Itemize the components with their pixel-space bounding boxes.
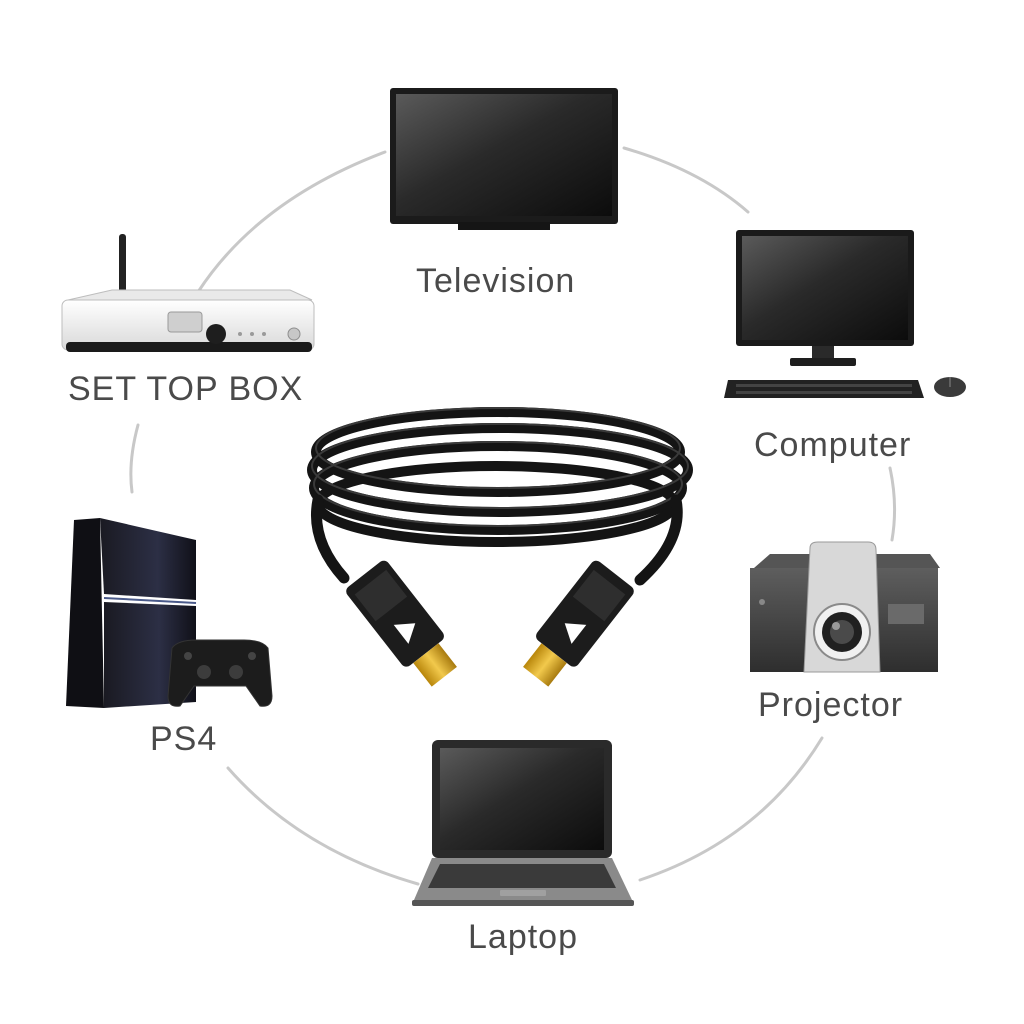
cable-icon	[307, 407, 693, 687]
television-label: Television	[416, 262, 576, 300]
ring-arc-stb-ps4	[129, 423, 140, 494]
projector-label: Projector	[758, 686, 904, 724]
television-icon	[390, 88, 618, 230]
projector-icon	[750, 541, 940, 673]
connector-left-icon	[346, 560, 457, 687]
ps4-label: PS4	[150, 720, 218, 758]
laptop-icon	[412, 740, 634, 906]
connector-right-icon	[523, 560, 634, 687]
ring-arc-projector-laptop	[638, 736, 824, 882]
set-top-box-label: SET TOP BOX	[68, 370, 304, 408]
controller-icon	[167, 639, 273, 707]
ring-arc-tv-computer	[622, 146, 750, 214]
ring-arc-computer-projector	[888, 466, 897, 542]
computer-icon	[724, 230, 966, 398]
set-top-box-icon	[61, 234, 315, 352]
game-console-icon	[66, 518, 273, 708]
ring-arc-ps4-laptop	[226, 766, 420, 886]
ring-arc-tv-stb	[196, 150, 387, 294]
laptop-label: Laptop	[468, 918, 578, 956]
computer-label: Computer	[754, 426, 912, 464]
connection-ring	[129, 146, 897, 886]
